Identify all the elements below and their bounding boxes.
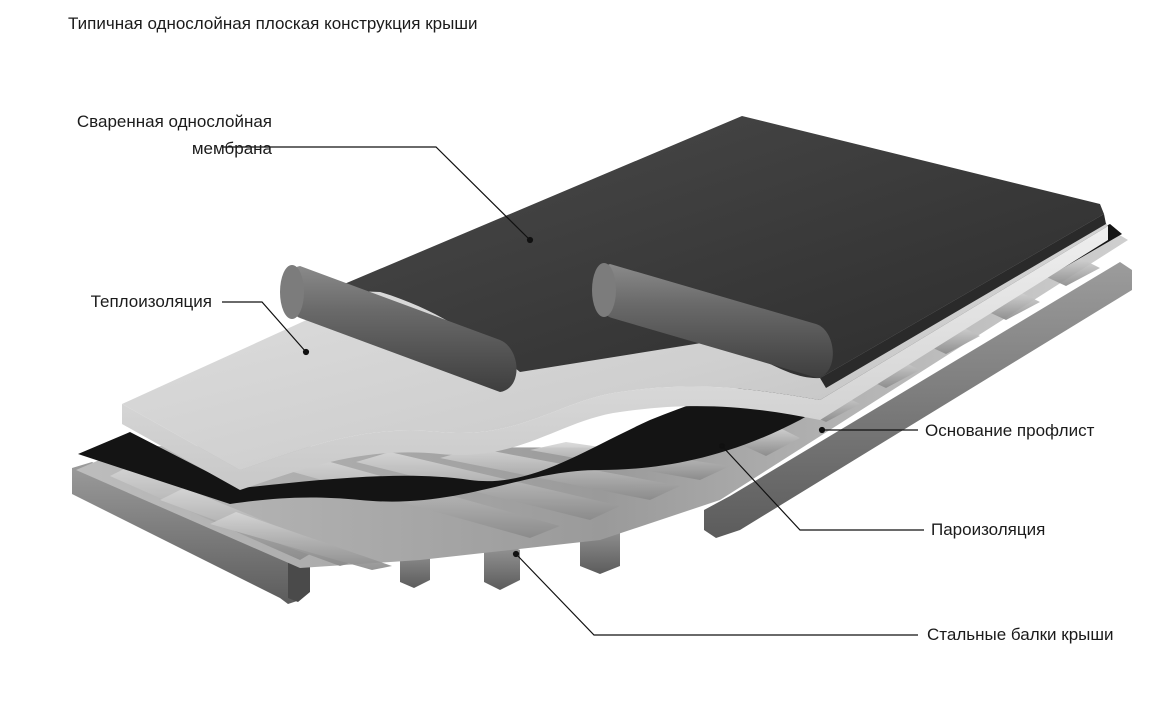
label-membrane: Сваренная однослойная мембрана (77, 111, 272, 160)
label-membrane-line2: мембрана (191, 139, 272, 158)
membrane-roll-left (280, 265, 517, 392)
leader-beams (515, 553, 918, 636)
label-beams: Стальные балки крыши (927, 625, 1114, 644)
membrane-sheet (330, 116, 1104, 379)
steel-beams (72, 262, 1132, 604)
label-insulation: Теплоизоляция (90, 292, 212, 311)
label-deck: Основание профлист (925, 421, 1095, 440)
leader-vapor (721, 445, 924, 531)
vapor-barrier-film (78, 224, 1122, 504)
beam-1 (72, 462, 300, 604)
membrane-edge (820, 214, 1106, 388)
diagram-title: Типичная однослойная плоская конструкция… (68, 14, 478, 33)
leader-lines (222, 146, 924, 636)
beam-3 (484, 540, 520, 590)
label-vapor-barrier: Пароизоляция (931, 520, 1046, 539)
insulation-edge (122, 226, 1108, 490)
leader-insulation (222, 301, 307, 353)
label-membrane-line1: Сваренная однослойная (76, 112, 272, 131)
vapor-barrier (78, 224, 1122, 504)
membrane (330, 116, 1106, 388)
beam-5 (704, 262, 1132, 538)
leader-membrane (222, 146, 531, 241)
membrane-roll-right (592, 263, 833, 378)
